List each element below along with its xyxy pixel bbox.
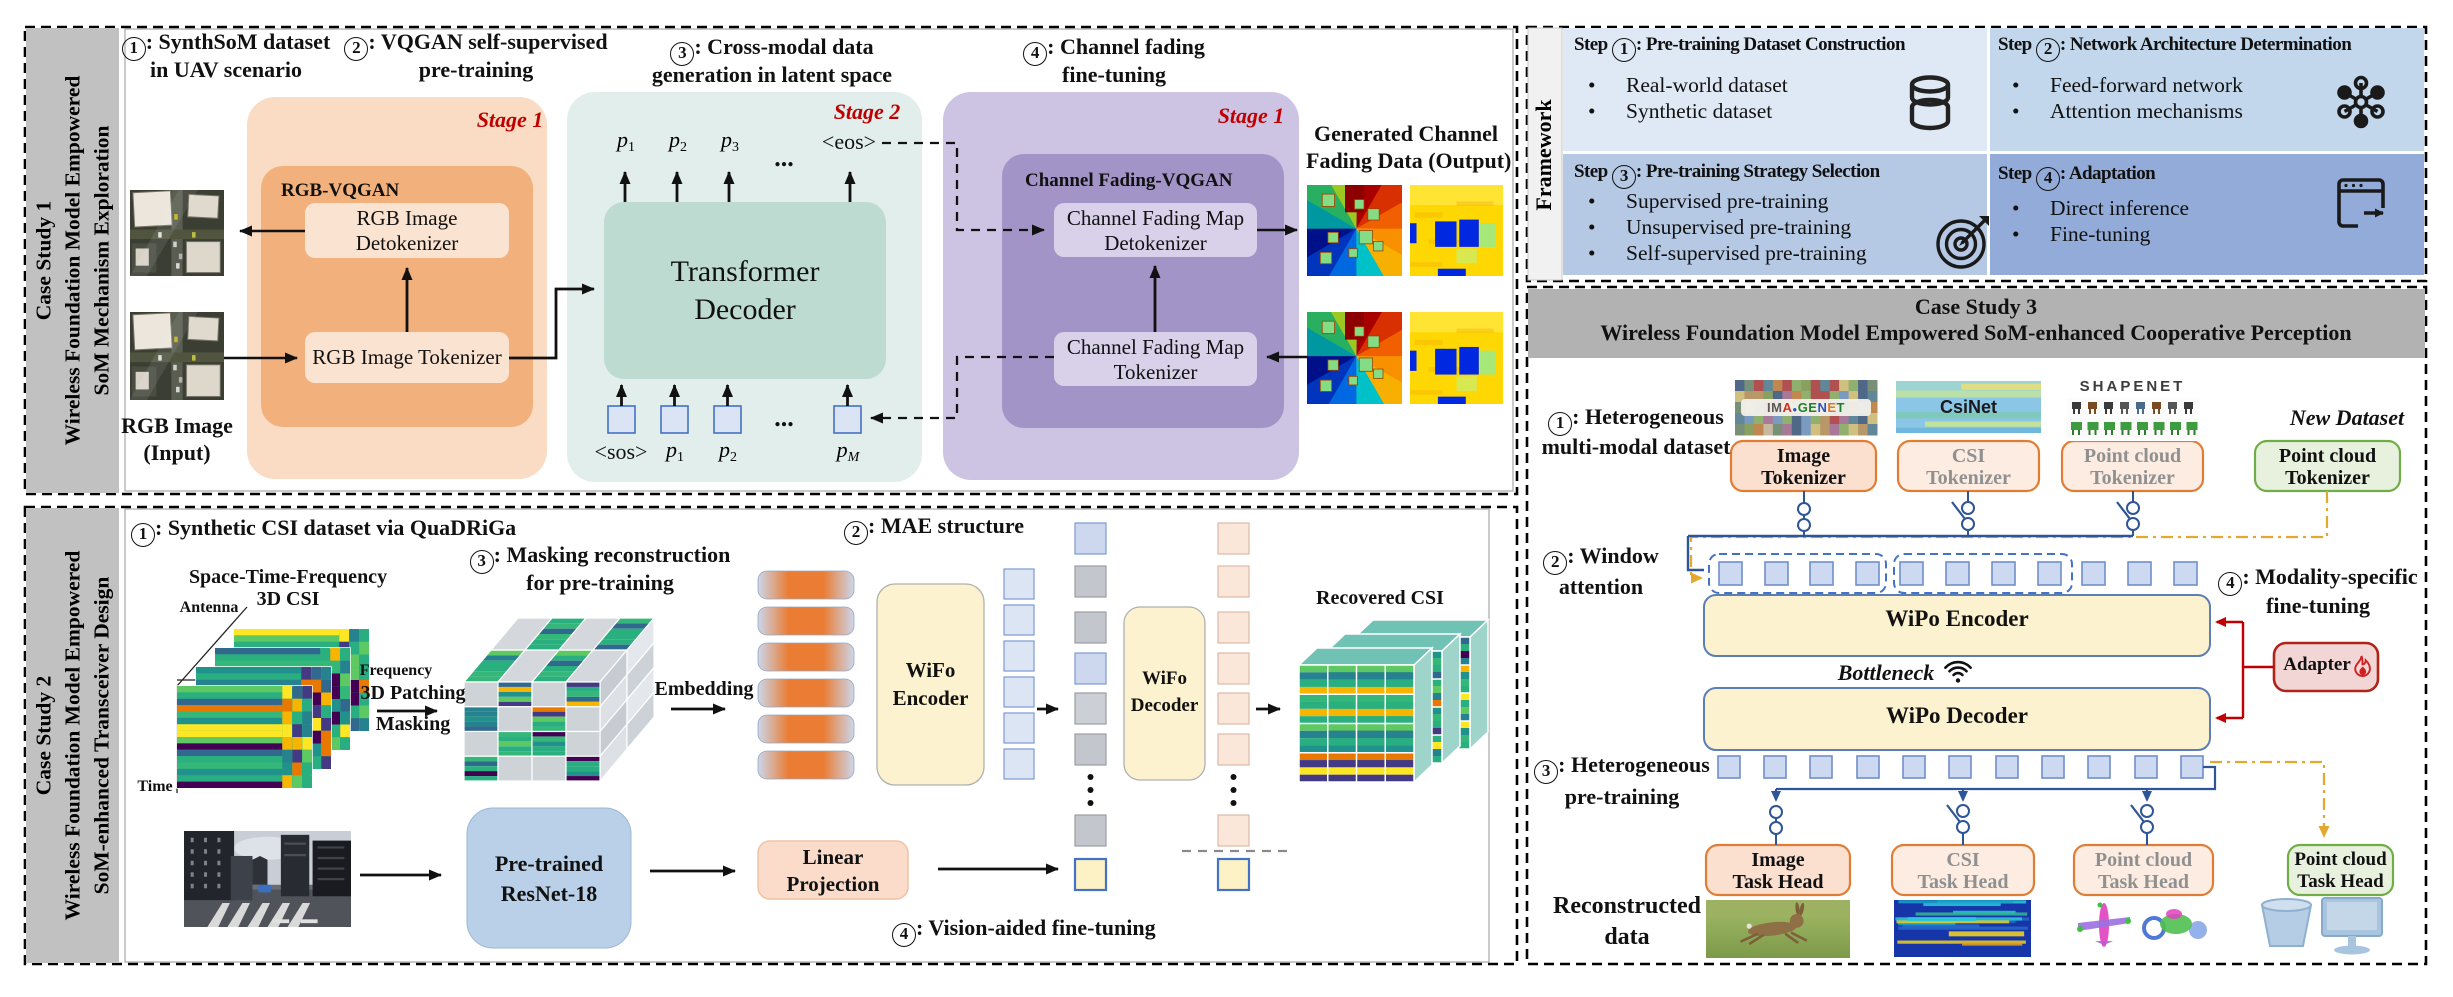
- svg-text:CsiNet: CsiNet: [1940, 397, 1997, 417]
- svg-text:IMA●GENET: IMA●GENET: [1767, 400, 1845, 415]
- svg-text:SHAPENET: SHAPENET: [2080, 378, 2186, 395]
